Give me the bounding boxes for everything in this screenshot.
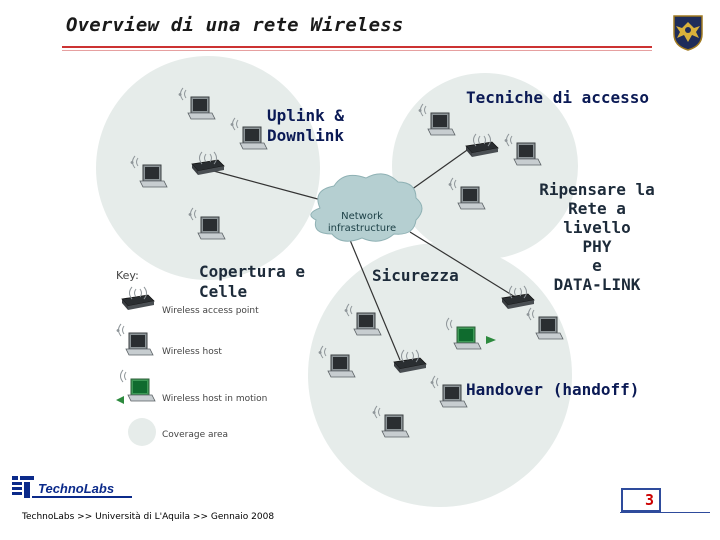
label-copertura-celle: Copertura e Celle	[199, 262, 305, 302]
label-ripensare-line1: Ripensare la	[539, 180, 655, 199]
key-motion-arrow-icon	[116, 396, 124, 404]
key-label-access-point: Wireless access point	[162, 306, 259, 316]
key-title: Key:	[116, 269, 139, 282]
label-ripensare-line2: Rete a livello	[563, 199, 631, 237]
label-tecniche-accesso: Tecniche di accesso	[466, 88, 650, 107]
key-label-coverage: Coverage area	[162, 430, 228, 440]
key-label-host: Wireless host	[162, 347, 222, 357]
logo-text: TechnoLabs	[38, 481, 115, 496]
footer-text: TechnoLabs >> Università di L'Aquila >> …	[22, 512, 275, 522]
key-access-point-icon	[121, 286, 155, 311]
coverage-area-bottom	[308, 243, 572, 507]
label-copertura-line1: Copertura e	[199, 262, 305, 281]
title-underline-thin	[62, 50, 652, 51]
label-uplink-line2: Downlink	[267, 126, 345, 145]
slide-title: Overview di una rete Wireless	[66, 14, 404, 36]
title-underline	[62, 46, 652, 48]
network-cloud	[310, 173, 423, 242]
technolabs-logo-icon	[12, 476, 132, 498]
label-uplink-line1: Uplink &	[267, 106, 345, 125]
label-uplink-downlink: Uplink & Downlink	[267, 106, 344, 146]
motion-arrow-icon	[486, 336, 496, 344]
cloud-label-infrastructure: infrastructure	[328, 223, 396, 234]
label-ripensare-line3: PHY	[582, 237, 612, 256]
key-host-icon	[116, 323, 154, 356]
footer-rule	[620, 512, 710, 513]
label-handover: Handover (handoff)	[466, 380, 640, 399]
label-ripensare-line5: DATA-LINK	[553, 275, 641, 294]
cloud-label-network: Network	[341, 211, 383, 222]
key-coverage-swatch	[128, 418, 156, 446]
label-copertura-line2: Celle	[199, 282, 248, 301]
university-seal-icon	[673, 15, 703, 51]
label-sicurezza: Sicurezza	[372, 266, 459, 285]
key-moving-host-icon	[120, 369, 156, 402]
label-ripensare: Ripensare la Rete a livello PHY e DATA-L…	[530, 180, 664, 294]
key-label-moving-host: Wireless host in motion	[162, 394, 267, 404]
label-ripensare-line4: e	[592, 256, 602, 275]
page-number: 3	[621, 488, 661, 512]
